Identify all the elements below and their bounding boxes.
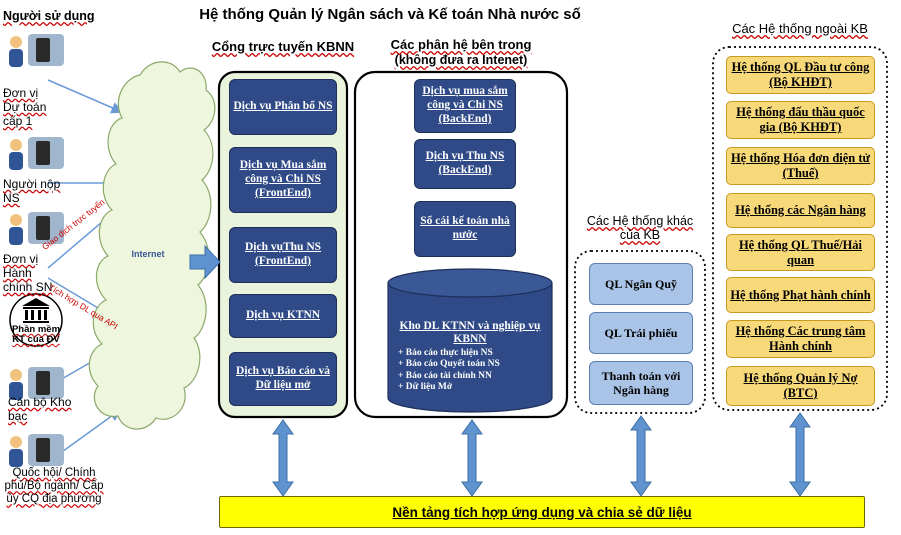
service-revenue-frontend[interactable]: Dịch vụThu NS (FrontEnd) [229,227,337,283]
portal-heading: Cổng trực tuyến KBNN [211,39,355,54]
person-icon [9,34,64,67]
service-procurement-backend[interactable]: Dịch vụ mua sắm công và Chi NS (BackEnd) [414,79,516,133]
external-national-bidding[interactable]: Hệ thống đấu thầu quốc gia (Bộ KHĐT) [726,101,875,139]
database-bullet: + Dữ liệu Mở [398,382,453,393]
external-banks[interactable]: Hệ thống các Ngân hàng [726,193,875,228]
database-bullet: + Báo cáo tài chính NN [398,370,492,381]
service-budget-allocation[interactable]: Dịch vụ Phân bổ NS [229,79,337,135]
user-label-taxpayer: Người nộp NS [3,177,61,205]
integration-platform-label: Nền tảng tích hợp ứng dụng và chia sẻ dữ… [392,504,692,520]
service-state-accounting[interactable]: Dịch vụ KTNN [229,294,337,338]
person-icon [9,434,64,467]
bank-payment[interactable]: Thanh toán với Ngân hàng [589,361,693,405]
database-cylinder [387,268,553,413]
page-title: Hệ thống Quản lý Ngân sách và Kế toán Nh… [199,6,581,23]
service-reports-open-data[interactable]: Dịch vụ Báo cáo và Dữ liệu mở [229,352,337,406]
internet-label: Internet [131,249,165,259]
service-procurement-frontend[interactable]: Dịch vụ Mua sắm công và Chi NS (FrontEnd… [229,147,337,213]
user-label-admin-unit: Đơn vị Hành chính SN [3,252,53,294]
person-icon [9,137,64,170]
user-label-government: Quốc hội/ Chính phủ/Bộ ngành/ Cấp ủy CQ … [4,467,104,506]
users-heading: Người sử dụng [3,9,95,23]
software-icon [9,293,63,347]
bond-management[interactable]: QL Trái phiếu [589,312,693,354]
external-e-invoice[interactable]: Hệ thống Hóa đơn điện tử (Thuế) [726,147,875,185]
other-heading: Các Hệ thống khác của KB [586,214,694,243]
integration-platform-bar: Nền tảng tích hợp ứng dụng và chia sẻ dữ… [219,496,865,528]
database-bullet: + Báo cáo Quyết toán NS [398,359,500,370]
platform-arrows [272,412,811,497]
database-title: Kho DL KTNN và nghiệp vụ KBNN [399,320,541,346]
external-debt-management[interactable]: Hệ thống Quản lý Nợ (BTC) [726,366,875,406]
database-bullet: + Báo cáo thực hiện NS [398,348,493,358]
internet-cloud [88,61,216,430]
person-icon [9,212,64,245]
state-ledger[interactable]: Sổ cái kế toán nhà nước [414,201,516,257]
service-revenue-backend[interactable]: Dịch vụ Thu NS (BackEnd) [414,139,516,189]
treasury-fund-management[interactable]: QL Ngân Quỹ [589,263,693,305]
user-label-accounting-software: Phần mềm KT của ĐV [11,324,61,345]
external-administrative-penalty[interactable]: Hệ thống Phạt hành chính [726,277,875,313]
external-heading: Các Hệ thống ngoài KB [732,21,868,36]
external-admin-centers[interactable]: Hệ thống Các trung tâm Hành chính [726,320,875,358]
user-label-budget-unit: Đơn vị Dự toán cấp 1 [3,86,47,128]
internet-to-portal-arrow [189,244,221,280]
user-avatars [9,34,64,467]
database-bullets: + Báo cáo thực hiện NS + Báo cáo Quyết t… [398,348,548,394]
external-tax-customs[interactable]: Hệ thống QL Thuế/Hải quan [726,234,875,271]
internal-heading: Các phân hệ bên trong [390,37,532,52]
person-icon [9,367,64,400]
external-public-investment[interactable]: Hệ thống QL Đầu tư công (Bộ KHĐT) [726,56,875,94]
user-label-treasury-staff: Cán bộ Kho bạc [8,395,72,423]
internal-subheading: (không đưa ra Intenet) [394,53,528,67]
